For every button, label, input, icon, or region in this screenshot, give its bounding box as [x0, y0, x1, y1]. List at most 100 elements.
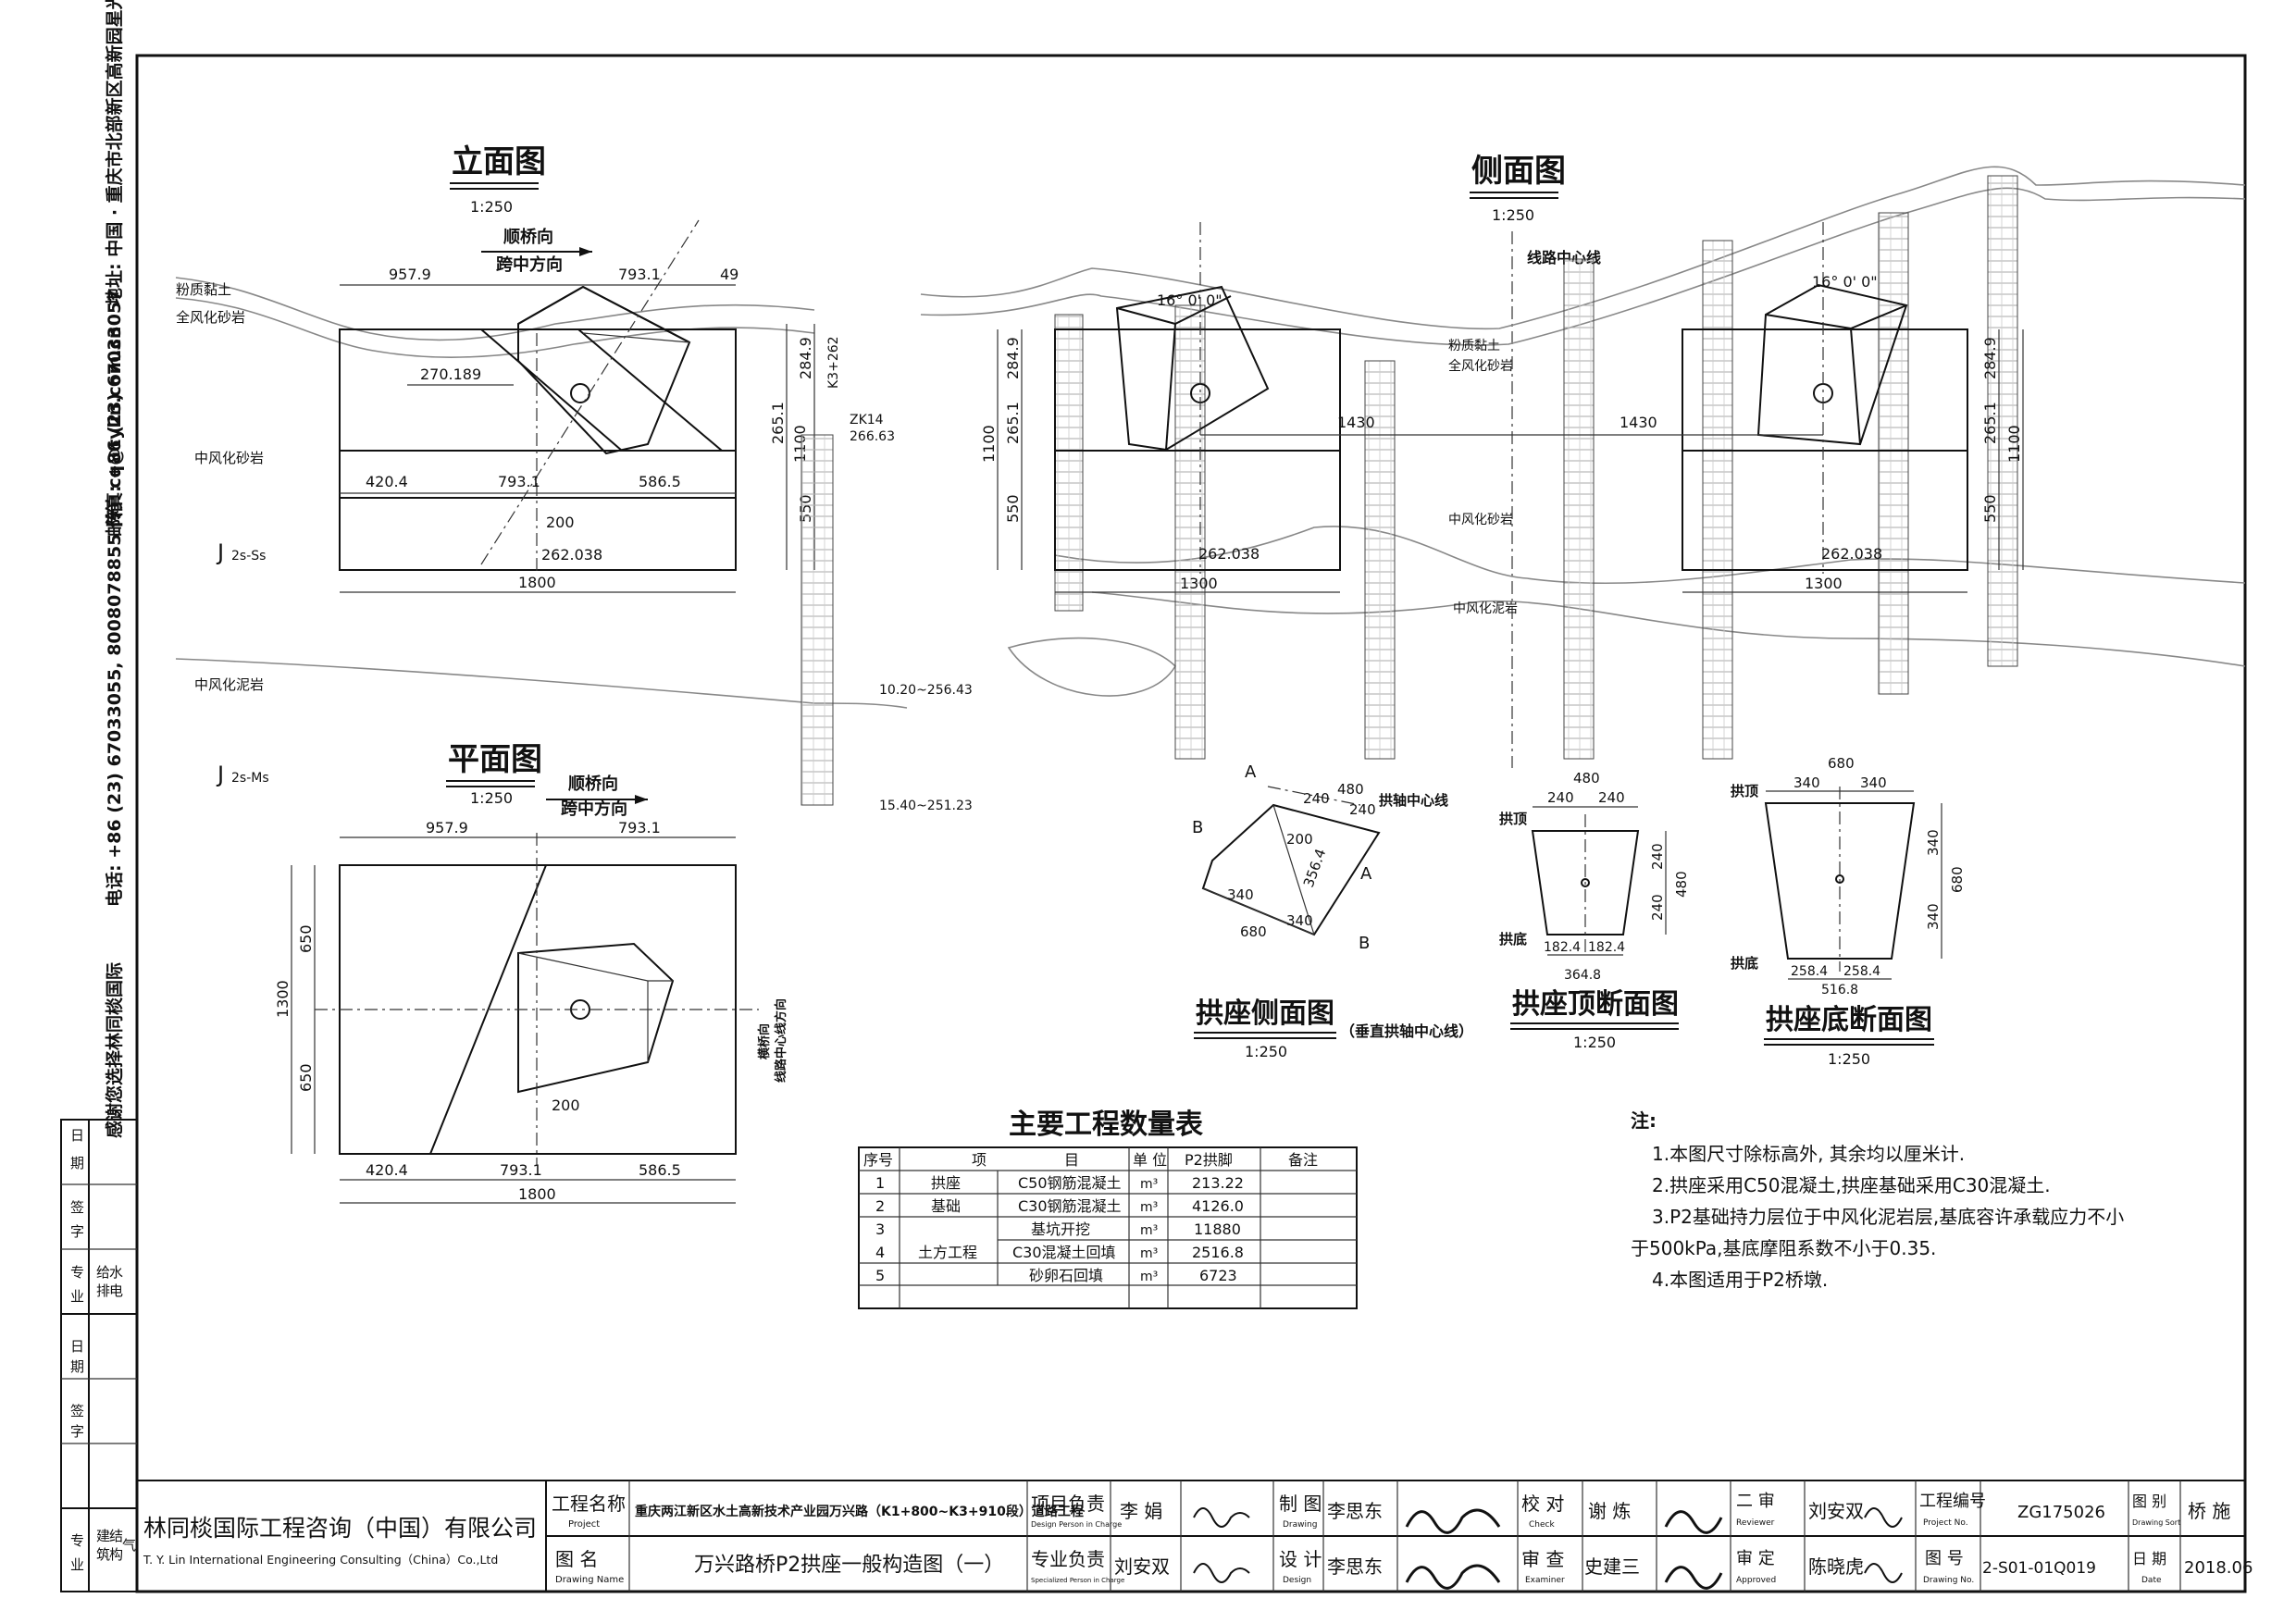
tb-role4-k: 设 计: [1279, 1548, 1322, 1570]
signature-mark: [1664, 1566, 1723, 1590]
sec-bot-b258b: 258.4: [1843, 964, 1880, 979]
plan-title: 平面图: [448, 741, 542, 778]
elev-dim-angle: 270.189: [420, 365, 481, 383]
tb-role5-k: 校 对: [1521, 1493, 1564, 1515]
notes: 注: 1.本图尺寸除标高外, 其余均以厘米计. 2.拱座采用C50混凝土,拱座基…: [1631, 1109, 2124, 1291]
sec-bot-w340b: 340: [1860, 774, 1887, 791]
sec-top-b182a: 182.4: [1544, 940, 1581, 955]
tb-role4-v: 李思东: [1327, 1555, 1383, 1578]
quantity-table: 主要工程数量表 序号 项 目 单 位 P2拱脚 备注 1 拱座 C50钢筋混凝土…: [858, 1109, 1358, 1309]
tb-role8-k: 审 定: [1736, 1549, 1775, 1568]
note-line-3: 3.P2基础持力层位于中风化泥岩层,基底容许承载应力不小: [1652, 1206, 2124, 1228]
elev-layer-2: 全风化砂岩: [176, 309, 245, 326]
side-layer-3: 中风化砂岩: [1448, 513, 1513, 527]
qty-r1-cat: 拱座: [931, 1174, 961, 1192]
bore-zk-elev: 266.63: [850, 429, 895, 444]
qty-h-item1: 项: [972, 1151, 987, 1169]
sidebar-label-9: 签: [70, 1403, 84, 1419]
contact-thanks: 感谢您选择林同棪国际: [104, 962, 125, 1138]
sec-side-w480: 480: [1337, 781, 1364, 798]
bore-depth-1: 10.20~256.43: [879, 683, 973, 698]
qty-r5-unit: m³: [1140, 1270, 1158, 1284]
tb-project-label: 工程名称: [552, 1493, 626, 1515]
sec-top-w240b: 240: [1598, 789, 1625, 806]
plan-layer-j2: J: [216, 762, 224, 787]
tb-date-label: 日 期: [2132, 1550, 2166, 1567]
elev-dim-b1: 420.4: [366, 473, 408, 490]
sec-bot-scale: 1:250: [1828, 1050, 1870, 1068]
qty-r1-no: 1: [875, 1174, 885, 1192]
sec-bot-b516: 516.8: [1821, 983, 1858, 997]
side-dim-span-right: 1430: [1620, 414, 1657, 431]
tb-projno-label: 工程编号: [1919, 1492, 1986, 1511]
sidebar-col-8: 构: [109, 1546, 123, 1563]
qty-h-note: 备注: [1288, 1151, 1318, 1169]
plan-dir1: 顺桥向: [568, 774, 618, 794]
qty-title: 主要工程数量表: [1009, 1109, 1203, 1141]
sidebar-label-3: 签: [70, 1199, 84, 1216]
tb-project-label-en: Project: [568, 1519, 600, 1530]
qty-r4-item: C30混凝土回填: [1012, 1244, 1116, 1261]
company-cn: 林同棪国际工程咨询（中国）有限公司: [143, 1515, 537, 1542]
side-layer-4: 中风化泥岩: [1453, 601, 1518, 616]
sidebar-col-9: 气: [122, 1537, 136, 1554]
sec-top-scale: 1:250: [1573, 1034, 1616, 1051]
tb-sort: 桥 施: [2188, 1500, 2230, 1522]
elevation-dir2: 跨中方向: [496, 254, 563, 275]
tb-role1-k: 项目负责: [1031, 1493, 1105, 1515]
sidebar-label-1: 日: [70, 1127, 84, 1144]
sec-top-lbl-bottom: 拱底: [1499, 931, 1527, 948]
sidebar-label-6: 业: [70, 1288, 84, 1305]
tb-role2-k: 专业负责: [1031, 1548, 1105, 1570]
qty-h-item2: 目: [1064, 1151, 1079, 1169]
sec-side-w240b: 240: [1349, 801, 1376, 818]
contact-phone: 电话: +86 (23) 67033055, 8008078855 传真: +8…: [104, 290, 125, 907]
elev-dim-w200: 200: [546, 514, 575, 531]
signature-mark: [1405, 1508, 1501, 1534]
side-dim-htotal-left: 1100: [980, 425, 998, 463]
tb-role8-en: Approved: [1736, 1576, 1776, 1585]
qty-r5-qty: 6723: [1199, 1267, 1237, 1284]
side-dim-h2-right: 265.1: [1981, 402, 1999, 444]
outer-frame: [135, 54, 2247, 1593]
tb-date-en: Date: [2141, 1576, 2162, 1585]
plan-view: 平面图 1:250 J 2s-Ms 顺桥向 跨中方向 957.9 793.1 1…: [216, 741, 788, 1204]
side-dim-hbase-left: 550: [1004, 494, 1022, 523]
tb-drawing-label: 图 名: [555, 1548, 598, 1570]
sec-top-h240b: 240: [1649, 894, 1666, 921]
signature-sidebar: 日 期 签 字 专 业 给 排 水 电 日 期 签 字 专 业 建 筑 结 构 …: [60, 1119, 138, 1592]
qty-r1-item: C50钢筋混凝土: [1018, 1174, 1122, 1192]
plan-dim-b1: 420.4: [366, 1161, 408, 1179]
sec-side-scale: 1:250: [1245, 1043, 1287, 1060]
signature-mark: [1864, 1563, 1903, 1583]
qty-r3-qty: 11880: [1194, 1220, 1241, 1238]
qty-r5-item: 砂卵石回填: [1029, 1267, 1103, 1284]
note-line-4: 于500kPa,基底摩阻系数不小于0.35.: [1631, 1237, 1936, 1259]
sec-bot-h340b: 340: [1925, 903, 1942, 930]
sec-top-h240a: 240: [1649, 843, 1666, 870]
side-angle-right: 16° 0' 0": [1812, 273, 1878, 291]
qty-r2-cat: 基础: [931, 1197, 961, 1215]
side-dim-width-right: 1300: [1805, 575, 1843, 592]
plan-scale: 1:250: [470, 789, 513, 807]
qty-r3-no: 3: [875, 1220, 885, 1238]
elev-layer-1: 粉质黏土: [176, 281, 231, 298]
sec-bot-h680: 680: [1949, 866, 1966, 893]
sec-side-title: 拱座侧面图: [1196, 997, 1334, 1030]
plan-dim-b2: 793.1: [500, 1161, 542, 1179]
tb-drawing: 万兴路桥P2拱座一般构造图（一）: [694, 1554, 1004, 1577]
side-dim-h1-left: 284.9: [1004, 337, 1022, 379]
tb-sort-en: Drawing Sort: [2132, 1518, 2180, 1527]
bore-depth-2: 15.40~251.23: [879, 799, 973, 813]
sidebar-col-3: 水: [109, 1264, 123, 1281]
qty-r4-no: 4: [875, 1244, 885, 1261]
sec-bot-lbl-top: 拱顶: [1731, 783, 1758, 799]
qty-r2-unit: m³: [1140, 1200, 1158, 1215]
qty-r2-qty: 4126.0: [1192, 1197, 1244, 1215]
sidebar-col-5: 建: [96, 1528, 110, 1544]
signature-mark: [1405, 1564, 1501, 1590]
sidebar-label-2: 期: [70, 1155, 84, 1171]
tb-role1-v: 李 娟: [1120, 1500, 1162, 1522]
abutment-top-section: 480 240 240 拱顶 拱底 240 240 480 182.4 182.…: [1499, 770, 1690, 1051]
plan-rot2: 线路中心线方向: [774, 998, 788, 1083]
